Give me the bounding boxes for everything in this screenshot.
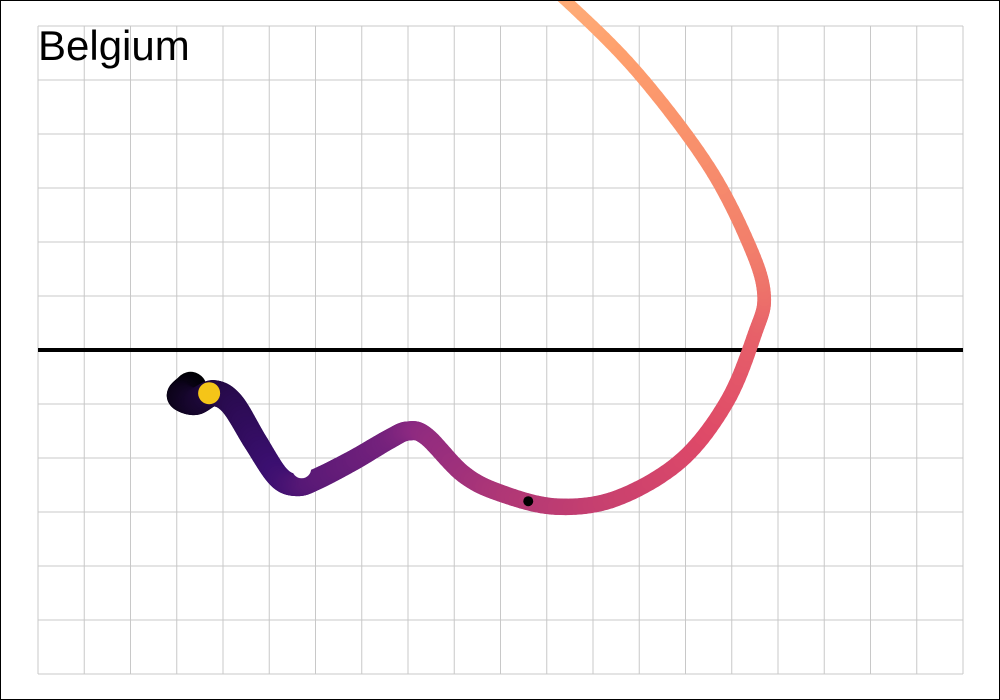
trajectory-marker <box>523 496 534 507</box>
chart-title: Belgium <box>38 22 190 69</box>
trajectory-marker <box>198 382 221 405</box>
trajectory-marker <box>292 459 312 479</box>
